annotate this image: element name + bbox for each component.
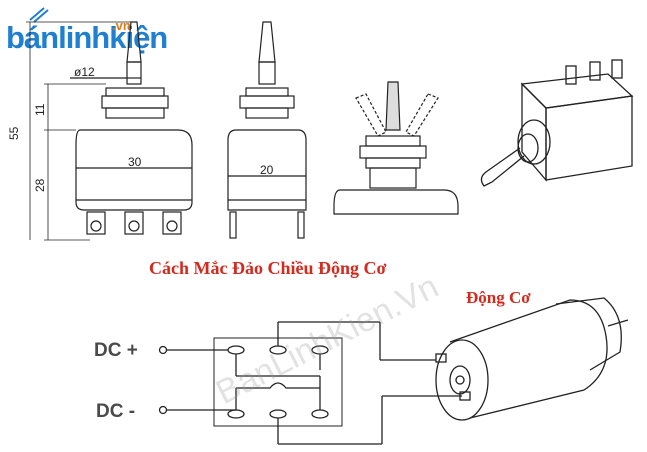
logo-swoosh-icon — [29, 7, 49, 23]
side-view — [227, 21, 307, 239]
lever-positions-view — [333, 81, 459, 215]
dc-motor — [435, 297, 629, 421]
switch-3d-view — [480, 59, 634, 187]
dc-minus-label: DC - — [96, 401, 136, 422]
dimension-labels-front: ø12 55 11 28 30 — [7, 65, 142, 192]
diagram-title: Cách Mắc Đảo Chiều Động Cơ — [149, 258, 387, 278]
dim-20-label: 20 — [260, 163, 274, 177]
wiring-diagram — [158, 321, 462, 445]
dim-55-label: 55 — [7, 126, 21, 140]
brand-logo: bánlinhkiện — [6, 20, 168, 56]
switch-terminal-bottom-row — [227, 409, 329, 419]
front-view — [26, 21, 193, 241]
dim-28-label: 28 — [33, 178, 47, 192]
dc-minus-terminal — [158, 405, 168, 415]
logo-text: bánlinhkiện — [6, 20, 168, 55]
dim-diameter-label: ø12 — [74, 65, 95, 79]
dim-11-label: 11 — [33, 103, 47, 116]
dc-plus-terminal — [158, 345, 168, 355]
dc-plus-label: DC + — [94, 340, 138, 361]
dim-30-label: 30 — [128, 155, 142, 169]
motor-label: Động Cơ — [466, 288, 531, 307]
